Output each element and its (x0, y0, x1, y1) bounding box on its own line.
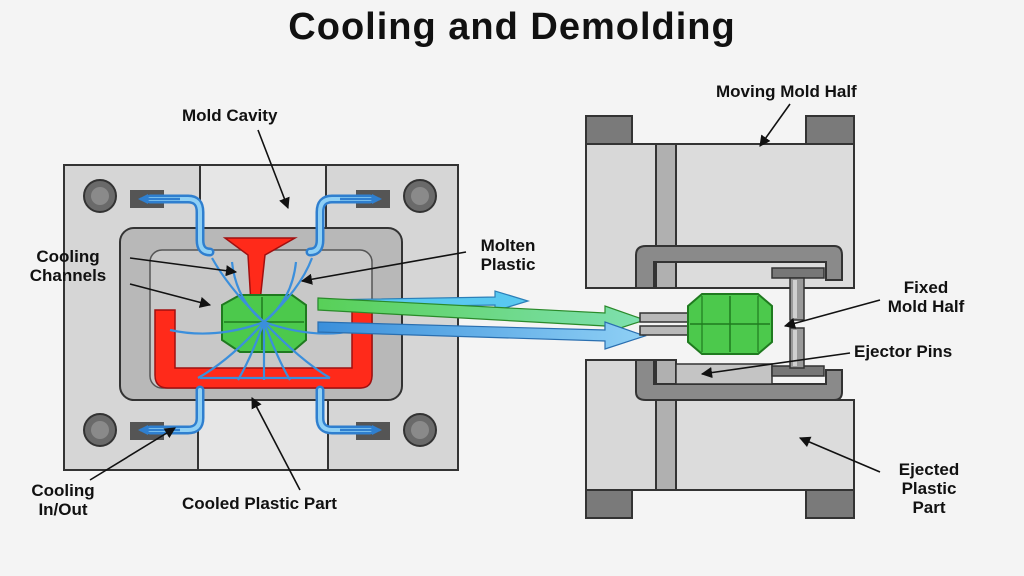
page-title: Cooling and Demolding (288, 6, 736, 48)
label-ejected-part-line2: Plastic (901, 479, 957, 498)
bottom-insert (197, 394, 329, 471)
label-ejector-pins: Ejector Pins (854, 342, 953, 361)
label-mold-cavity: Mold Cavity (182, 106, 278, 125)
moving-mold-half (675, 143, 855, 289)
label-cooling-channels: Cooling Channels (12, 247, 124, 285)
label-molten-plastic-line2: Plastic (480, 255, 536, 274)
coolant-flow-lines (169, 257, 357, 381)
ejector-pins (639, 277, 805, 369)
label-fixed-mold-half: Fixed Mold Half (876, 278, 976, 316)
label-cooled-plastic-part: Cooled Plastic Part (182, 494, 337, 513)
label-cooling-channels-line2: Channels (29, 266, 107, 285)
label-ejected-part-line3: Part (912, 498, 946, 517)
label-cooling-in-out-line2: In/Out (38, 500, 88, 519)
label-fixed-mold-half-line1: Fixed (903, 278, 949, 297)
ejected-part (687, 293, 773, 355)
transfer-arrow-green (317, 297, 647, 334)
transfer-arrow-blue (317, 321, 647, 350)
label-cooling-channels-line1: Cooling (36, 247, 100, 266)
sprue-bushing (199, 164, 327, 238)
label-ejected-part-line1: Ejected (898, 460, 960, 479)
label-molten-plastic: Molten Plastic (466, 236, 550, 274)
fixed-mold-half (675, 399, 855, 491)
label-moving-mold-half: Moving Mold Half (716, 82, 857, 101)
mold-open-view (585, 115, 855, 519)
mold-cross-section (63, 164, 459, 471)
label-ejected-plastic-part: Ejected Plastic Part (886, 460, 972, 517)
bolt-icon (83, 179, 437, 447)
label-cooling-in-out: Cooling In/Out (22, 481, 104, 519)
label-cooling-in-out-line1: Cooling (31, 481, 95, 500)
label-fixed-mold-half-line2: Mold Half (887, 297, 965, 316)
leader-lines (89, 103, 881, 491)
label-molten-plastic-line1: Molten (480, 236, 536, 255)
transfer-arrows (317, 290, 647, 350)
